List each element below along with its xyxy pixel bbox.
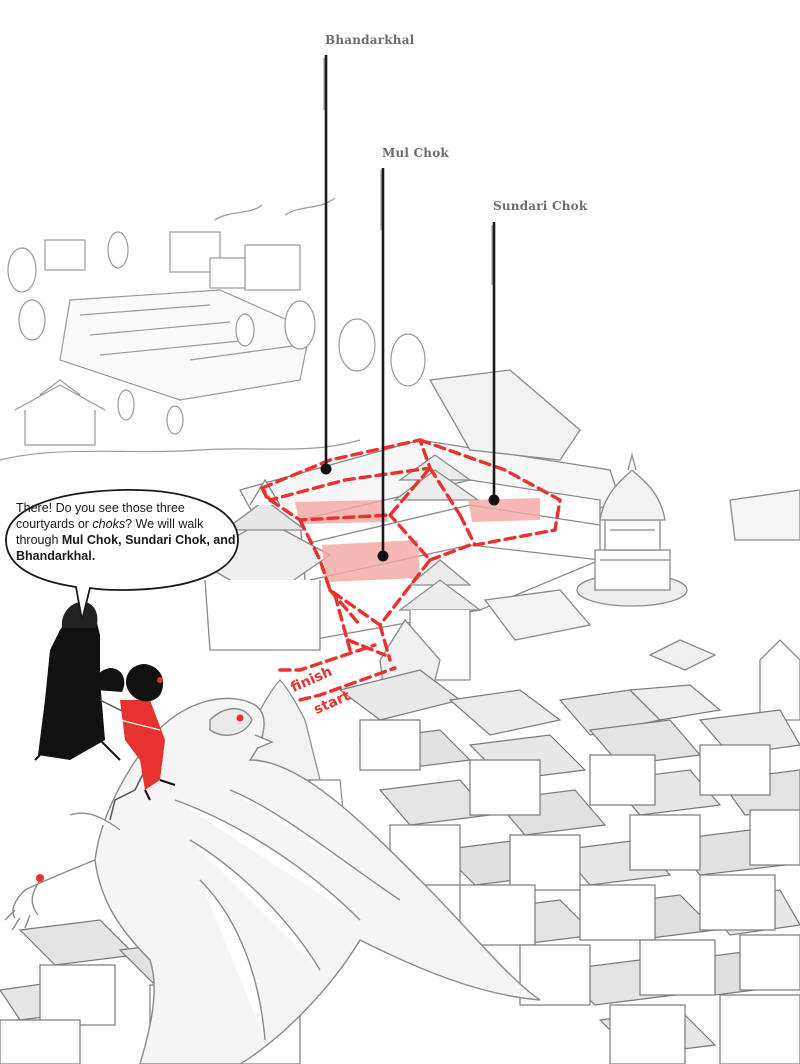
mul-chok-dot — [377, 550, 389, 562]
courtyard-route — [259, 438, 562, 702]
sage-rider — [38, 615, 105, 760]
speech-bubble-shape — [5, 489, 239, 621]
background-village — [0, 197, 426, 461]
bhandarkhal-dot — [320, 463, 332, 475]
mul-chok-label: Mul Chok — [382, 146, 449, 160]
riders — [34, 601, 176, 821]
sundari-chok-dot — [488, 494, 500, 506]
speech-sep-2: , and — [206, 533, 236, 547]
speech-sep-1: , — [118, 533, 126, 547]
speech-bubble-text: There! Do you see those three courtyards… — [16, 500, 236, 564]
location-pins — [323, 55, 496, 555]
sundari-chok-label: Sundari Chok — [493, 199, 588, 213]
speech-end: . — [91, 549, 96, 563]
child-rider-one — [94, 668, 125, 692]
speech-sundari-chok: Sundari Chok — [125, 533, 207, 547]
garuda-bird — [4, 697, 541, 1064]
location-dots — [320, 463, 500, 562]
speech-bhandarkhal: Bhandarkhal — [16, 549, 92, 563]
speech-mul-chok: Mul Chok — [61, 533, 119, 547]
speech-choks: choks — [92, 517, 126, 531]
domed-temple — [576, 452, 800, 721]
bhandarkhal-label: Bhandarkhal — [325, 33, 415, 47]
speech-part-2: ? We will walk through — [16, 517, 204, 547]
speech-part-1: There! Do you see those three courtyards… — [16, 501, 185, 531]
palace-complex — [193, 369, 621, 701]
